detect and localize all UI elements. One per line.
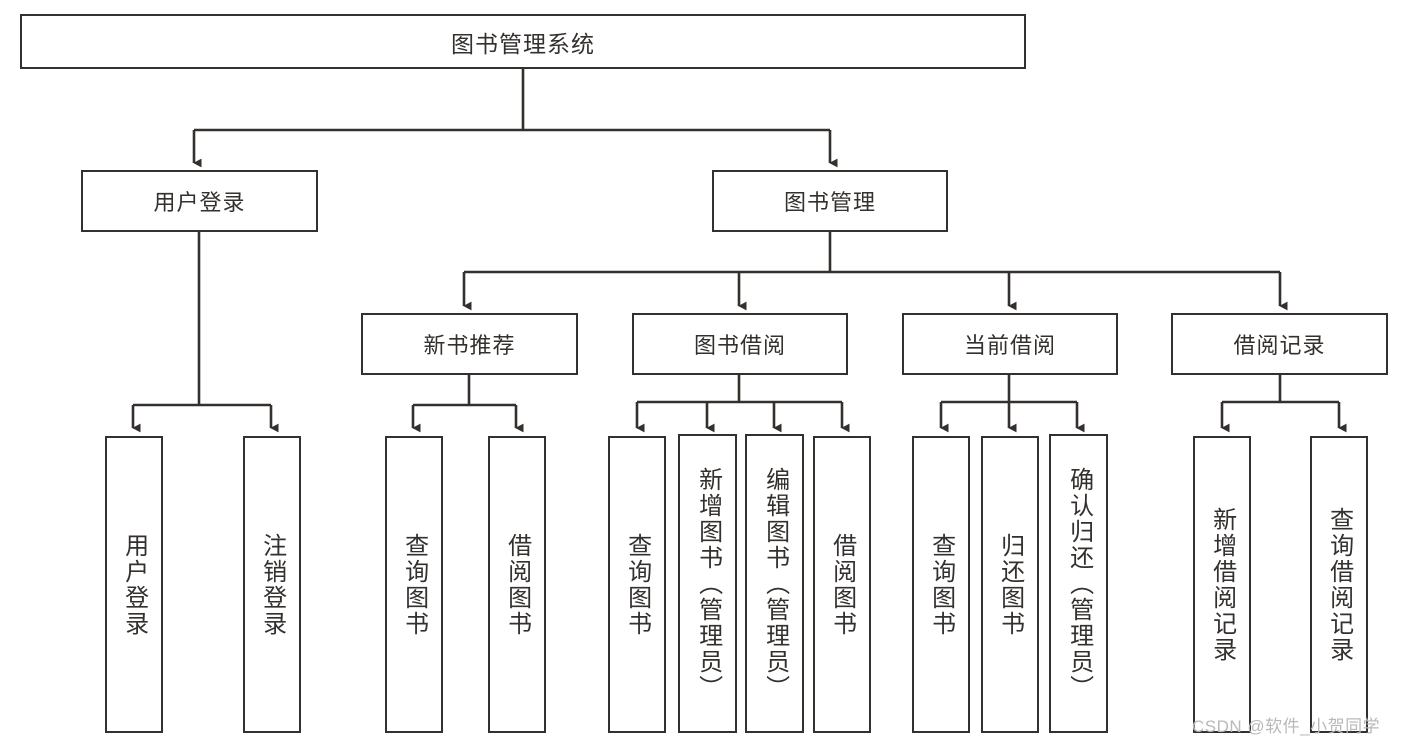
leaf-label: 查询图书 xyxy=(623,532,651,637)
leaf-logout-login[interactable]: 注销登录 xyxy=(243,436,301,733)
leaf-confirm-return-admin[interactable]: 确认归还（管理员） xyxy=(1049,434,1108,733)
leaf-label: 借阅图书 xyxy=(828,532,856,637)
node-label: 图书管理 xyxy=(783,190,876,215)
leaf-label: 注销登录 xyxy=(258,532,286,637)
leaf-label: 新增图书（管理员） xyxy=(694,466,722,701)
leaf-query-borrow-record[interactable]: 查询借阅记录 xyxy=(1310,436,1368,733)
leaf-label: 借阅图书 xyxy=(503,532,531,637)
node-book-borrow[interactable]: 图书借阅 xyxy=(632,313,848,375)
node-label: 借阅记录 xyxy=(1233,333,1326,358)
node-label: 图书借阅 xyxy=(693,333,786,358)
leaf-label: 查询图书 xyxy=(927,532,955,637)
node-label: 新书推荐 xyxy=(423,333,516,358)
leaf-borrow-book-recommend[interactable]: 借阅图书 xyxy=(488,436,546,733)
leaf-return-book[interactable]: 归还图书 xyxy=(981,436,1039,733)
node-current-borrow[interactable]: 当前借阅 xyxy=(902,313,1118,375)
node-label: 用户登录 xyxy=(153,190,246,215)
leaf-user-login[interactable]: 用户登录 xyxy=(105,436,163,733)
leaf-query-book-borrow[interactable]: 查询图书 xyxy=(608,436,666,733)
node-user-login[interactable]: 用户登录 xyxy=(81,170,318,232)
leaf-label: 确认归还（管理员） xyxy=(1065,466,1093,701)
node-new-book-recommend[interactable]: 新书推荐 xyxy=(361,313,578,375)
watermark-credit: CSDN @软件_小贺同学 xyxy=(1192,717,1381,736)
node-label: 当前借阅 xyxy=(963,333,1056,358)
node-borrow-record[interactable]: 借阅记录 xyxy=(1171,313,1388,375)
leaf-add-borrow-record[interactable]: 新增借阅记录 xyxy=(1193,436,1251,733)
leaf-label: 编辑图书（管理员） xyxy=(761,466,789,701)
leaf-label: 归还图书 xyxy=(996,532,1024,637)
leaf-borrow-book-borrow[interactable]: 借阅图书 xyxy=(813,436,871,733)
leaf-label: 查询借阅记录 xyxy=(1325,506,1353,663)
leaf-query-book-recommend[interactable]: 查询图书 xyxy=(385,436,443,733)
leaf-label: 查询图书 xyxy=(400,532,428,637)
leaf-label: 用户登录 xyxy=(120,532,148,637)
leaf-edit-book-admin[interactable]: 编辑图书（管理员） xyxy=(745,434,804,733)
leaf-add-book-admin[interactable]: 新增图书（管理员） xyxy=(678,434,737,733)
node-root-book-management-system[interactable]: 图书管理系统 xyxy=(20,14,1026,69)
node-label: 图书管理系统 xyxy=(451,30,595,57)
leaf-label: 新增借阅记录 xyxy=(1208,506,1236,663)
leaf-query-book-current[interactable]: 查询图书 xyxy=(912,436,970,733)
node-book-management[interactable]: 图书管理 xyxy=(712,170,948,232)
